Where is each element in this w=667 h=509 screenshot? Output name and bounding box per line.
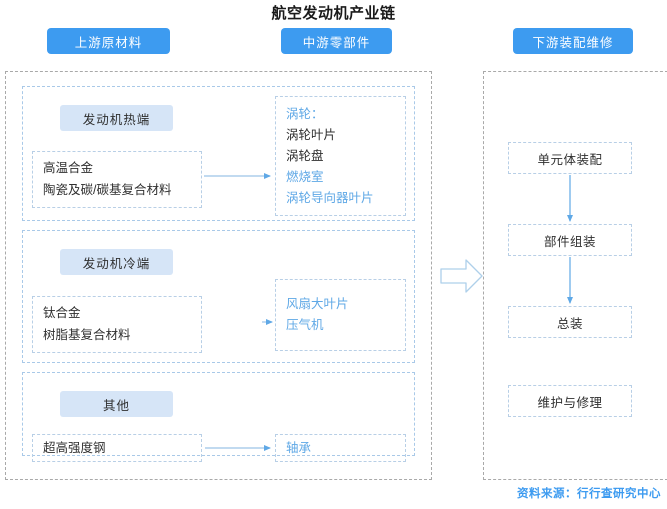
material-box-other: 超高强度钢 bbox=[32, 434, 202, 462]
component-item: 涡轮： bbox=[286, 106, 324, 121]
category-label-cold-end: 发动机冷端 bbox=[60, 249, 173, 275]
group-engine-cold-end bbox=[22, 230, 415, 363]
component-item: 涡轮导向器叶片 bbox=[286, 190, 374, 205]
page-title: 航空发动机产业链 bbox=[271, 5, 396, 22]
header-pill-upstream[interactable]: 上游原材料 bbox=[47, 28, 170, 54]
component-item: 风扇大叶片 bbox=[286, 297, 349, 311]
material-box-cold-end: 钛合金 树脂基复合材料 bbox=[32, 296, 202, 353]
group-engine-hot-end bbox=[22, 86, 415, 221]
component-item: 压气机 bbox=[286, 318, 324, 332]
component-box-cold-end: 风扇大叶片 压气机 bbox=[275, 279, 406, 351]
component-item: 涡轮盘 bbox=[286, 148, 324, 163]
process-step-maintenance: 维护与修理 bbox=[508, 385, 632, 417]
material-item: 陶瓷及碳/碳基复合材料 bbox=[43, 183, 172, 197]
block-arrow-to-downstream bbox=[440, 259, 483, 293]
header-pill-downstream[interactable]: 下游装配维修 bbox=[513, 28, 633, 54]
category-label-hot-end: 发动机热端 bbox=[60, 105, 173, 131]
material-item: 树脂基复合材料 bbox=[43, 328, 131, 342]
component-item: 涡轮叶片 bbox=[286, 127, 337, 142]
group-other bbox=[22, 372, 415, 456]
category-label-other: 其他 bbox=[60, 391, 173, 417]
component-item: 燃烧室 bbox=[286, 169, 324, 184]
material-item: 高温合金 bbox=[43, 161, 94, 175]
process-step-part-assembly: 部件组装 bbox=[508, 224, 632, 256]
header-pill-midstream[interactable]: 中游零部件 bbox=[281, 28, 392, 54]
material-box-hot-end: 高温合金 陶瓷及碳/碳基复合材料 bbox=[32, 151, 202, 208]
source-note: 资料来源：行行查研究中心 bbox=[517, 488, 661, 500]
material-item: 钛合金 bbox=[43, 306, 81, 320]
component-item: 轴承 bbox=[286, 440, 312, 455]
downstream-panel bbox=[483, 71, 667, 480]
process-step-final-assembly: 总装 bbox=[508, 306, 632, 338]
material-item: 超高强度钢 bbox=[43, 440, 106, 455]
component-box-other: 轴承 bbox=[275, 434, 406, 462]
process-step-unit-assembly: 单元体装配 bbox=[508, 142, 632, 174]
component-box-hot-end: 涡轮： 涡轮叶片 涡轮盘 燃烧室 涡轮导向器叶片 bbox=[275, 96, 406, 216]
upstream-midstream-panel bbox=[5, 71, 432, 480]
